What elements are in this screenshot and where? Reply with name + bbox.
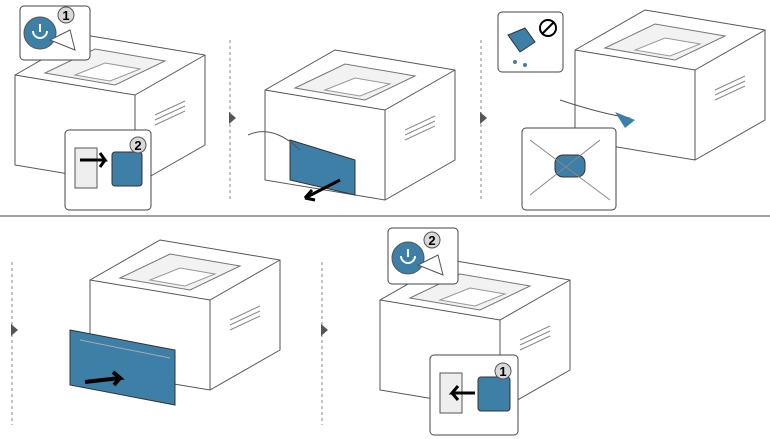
- step-arrows: [11, 112, 487, 336]
- badge-step-2: 2: [134, 138, 141, 153]
- cloth-inset: [497, 11, 564, 73]
- power-button-inset-2: 2: [387, 227, 459, 285]
- step-1-power-off: 1 2: [14, 5, 206, 211]
- roller-inset: [521, 127, 617, 211]
- unplug-inset: 2: [64, 129, 152, 211]
- plug-in-inset: 1: [429, 354, 519, 436]
- badge-step-1: 1: [499, 364, 506, 379]
- badge-step-2: 2: [428, 233, 435, 248]
- step-4-insert-tray: [69, 239, 281, 406]
- power-button-inset: 1: [19, 5, 91, 61]
- step-2-remove-tray: [247, 49, 456, 202]
- step-3-clean-rollers: [497, 9, 766, 211]
- badge-step-1: 1: [62, 8, 69, 23]
- step-5-power-on: 2 1: [379, 227, 571, 436]
